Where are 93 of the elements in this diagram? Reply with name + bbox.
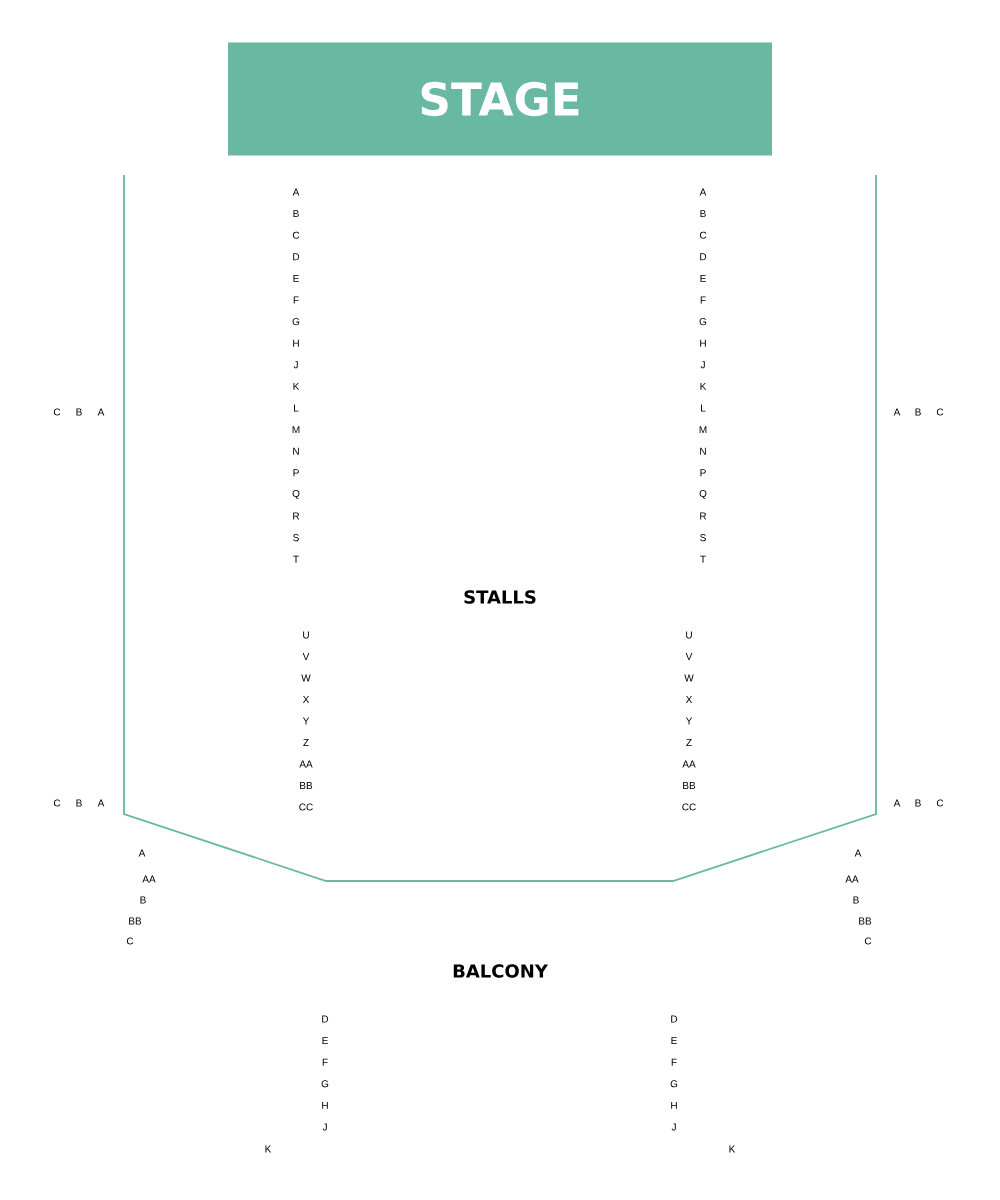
row-label: B [915,799,921,807]
row-label: J [671,1123,676,1131]
row-label: U [303,631,309,639]
row-label: B [140,896,146,904]
row-label: B [76,799,82,807]
row-label: B [700,210,706,218]
row-label: Y [685,717,693,725]
row-label: B [915,408,921,416]
row-label: A [854,849,862,857]
row-label: L [294,404,299,412]
row-label: L [701,404,706,412]
row-label: C [292,231,300,239]
row-label: A [97,799,105,807]
row-label: K [293,382,300,390]
row-label: H [671,1101,677,1109]
row-label: J [700,361,705,369]
row-label: A [893,799,901,807]
row-label: P [700,469,706,477]
row-label: Y [302,717,310,725]
row-label: AA [682,760,696,768]
row-label: A [292,188,300,196]
row-label: M [699,426,707,434]
row-label: S [293,534,299,542]
row-label: F [293,296,299,304]
row-label: D [671,1015,678,1023]
row-label: E [671,1037,677,1045]
row-label: F [322,1058,328,1066]
section-label: BALCONY [453,964,549,978]
row-label: U [686,631,692,639]
row-label: F [671,1058,677,1066]
row-label: E [322,1037,328,1045]
row-label: A [138,849,146,857]
row-label: N [700,447,706,455]
row-label: V [302,653,310,660]
row-label: F [700,296,706,304]
row-label: R [293,512,300,520]
row-label: H [700,339,706,347]
row-label: Q [292,489,300,499]
row-label: M [292,426,300,434]
row-label: AA [299,760,313,768]
row-label: Z [686,739,692,746]
row-label: V [685,653,693,660]
row-label: CC [299,803,313,811]
row-label: A [893,408,901,416]
row-label: C [936,408,944,416]
row-label: CC [682,803,696,811]
row-label: K [700,382,707,390]
row-label: H [322,1101,328,1109]
stage-box: STAGE [228,42,772,156]
row-label: D [322,1015,329,1023]
row-label: C [936,799,944,807]
row-label: AA [845,875,859,883]
row-label: B [853,896,859,904]
row-label: P [293,469,299,477]
row-label: N [293,447,299,455]
row-label: G [321,1080,329,1088]
row-label: R [700,512,707,520]
row-label: H [293,339,299,347]
row-label: W [684,674,694,682]
row-label: AA [142,875,156,883]
row-label: X [302,696,310,703]
row-label: C [699,231,707,239]
row-label: E [700,274,706,282]
row-label: C [53,799,61,807]
row-label: BB [300,782,313,789]
row-label: J [322,1123,327,1131]
row-label: BB [859,917,872,925]
row-label: D [700,253,707,261]
row-label: C [53,408,61,416]
row-label: E [293,274,299,282]
row-label: Q [699,489,707,499]
section-label: STALLS [464,590,536,604]
row-label: D [293,253,300,261]
row-label: BB [683,782,696,789]
row-label: T [700,555,706,563]
row-label: Z [303,739,309,746]
row-label: B [76,408,82,416]
row-label: B [293,210,299,218]
row-label: K [265,1145,272,1153]
row-label: G [292,318,300,326]
row-label: A [699,188,707,196]
row-label: C [126,937,134,945]
row-label: J [293,361,298,369]
row-label: G [670,1080,678,1088]
row-label: BB [129,917,142,925]
row-label: G [699,318,707,326]
row-label: W [301,674,311,682]
row-label: X [685,696,693,703]
row-label: S [700,534,706,542]
row-label: A [97,408,105,416]
row-label: C [864,937,872,945]
row-label: K [729,1145,736,1153]
row-label: T [293,555,299,563]
